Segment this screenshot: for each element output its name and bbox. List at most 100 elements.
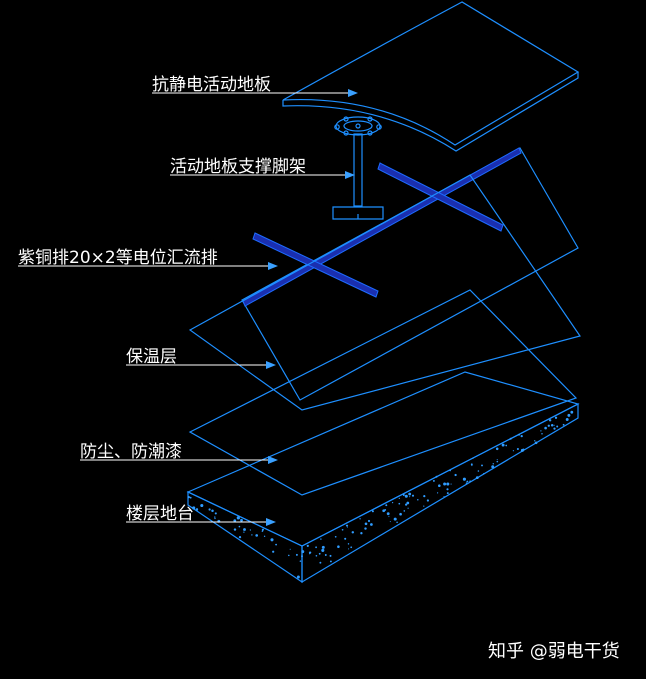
aggregate-speckle: [406, 501, 410, 505]
aggregate-speckle: [516, 447, 519, 451]
aggregate-speckle: [238, 535, 242, 539]
aggregate-speckle: [251, 534, 253, 536]
aggregate-speckle: [454, 473, 457, 477]
aggregate-speckle: [385, 504, 388, 507]
aggregate-speckle: [238, 525, 241, 528]
aggregate-speckle: [540, 430, 542, 432]
aggregate-speckle: [534, 440, 536, 442]
aggregate-speckle: [466, 480, 469, 483]
aggregate-speckle: [341, 528, 344, 531]
aggregate-speckle: [446, 488, 449, 491]
aggregate-speckle: [308, 551, 312, 554]
aggregate-speckle: [384, 508, 387, 511]
aggregate-speckle: [553, 427, 556, 430]
aggregate-speckle: [509, 437, 512, 440]
aggregate-speckle: [351, 531, 355, 534]
aggregate-speckle: [432, 479, 435, 482]
aggregate-speckle: [214, 517, 216, 520]
aggregate-speckle: [548, 419, 552, 422]
slab-aggregate-speckles: [187, 410, 574, 579]
aggregate-speckle: [438, 484, 441, 487]
aggregate-speckle: [550, 424, 554, 427]
aggregate-speckle: [270, 538, 274, 542]
aggregate-speckle: [364, 527, 367, 530]
aggregate-speckle: [556, 425, 559, 428]
aggregate-speckle: [196, 509, 198, 511]
aggregate-speckle: [295, 553, 298, 556]
aggregate-speckle: [437, 492, 439, 494]
aggregate-speckle: [200, 503, 204, 508]
aggregate-speckle: [496, 460, 499, 463]
aggregate-speckle: [370, 523, 373, 526]
aggregate-speckle: [233, 528, 237, 531]
label-paint: 防尘、防潮漆: [80, 442, 182, 462]
aggregate-speckle: [211, 509, 214, 512]
aggregate-speckle: [534, 441, 538, 445]
aggregate-speckle: [240, 518, 243, 522]
aggregate-speckle: [306, 544, 309, 547]
aggregate-speckle: [329, 560, 332, 563]
aggregate-speckle: [570, 410, 574, 414]
aggregate-speckle: [272, 550, 275, 553]
aggregate-speckle: [396, 521, 398, 524]
aggregate-speckle: [567, 413, 571, 417]
aggregate-speckle: [321, 548, 325, 552]
aggregate-speckle: [315, 546, 317, 549]
aggregate-speckle: [435, 475, 438, 478]
aggregate-speckle: [477, 470, 480, 472]
aggregate-speckle: [505, 444, 508, 447]
aggregate-speckle: [423, 505, 425, 507]
aggregate-speckle: [393, 517, 397, 521]
aggregate-speckle: [364, 522, 368, 526]
aggregate-speckle: [345, 524, 349, 527]
aggregate-speckle: [465, 482, 468, 484]
aggregate-speckle: [243, 531, 245, 533]
aggregate-speckle: [261, 528, 264, 531]
aggregate-speckle: [398, 502, 401, 505]
aggregate-speckle: [214, 516, 216, 518]
aggregate-speckle: [189, 496, 192, 499]
aggregate-speckle: [520, 434, 523, 438]
aggregate-speckle: [492, 463, 495, 465]
aggregate-speckle: [388, 516, 390, 518]
aggregate-speckle: [391, 501, 394, 504]
aggregate-speckle: [541, 432, 543, 435]
aggregate-speckle: [348, 548, 350, 550]
aggregate-speckle: [565, 418, 569, 421]
aggregate-speckle: [518, 433, 520, 436]
aggregate-speckle: [475, 476, 479, 480]
aggregate-speckle: [544, 426, 547, 430]
aggregate-speckle: [334, 535, 337, 538]
aggregate-speckle: [214, 512, 217, 515]
aggregate-speckle: [263, 535, 266, 537]
aggregate-speckle: [446, 492, 449, 495]
aggregate-speckle: [417, 498, 419, 501]
leader-lines: [18, 89, 358, 526]
aggregate-speckle: [443, 496, 445, 498]
aggregate-speckle: [409, 496, 411, 498]
aggregate-speckle: [407, 507, 409, 509]
aggregate-speckle: [512, 450, 514, 452]
aggregate-speckle: [404, 494, 408, 498]
aggregate-speckle: [296, 575, 300, 579]
aggregate-speckle: [501, 443, 505, 447]
aggregate-speckle: [472, 457, 474, 459]
aggregate-speckle: [450, 483, 452, 485]
aggregate-speckle: [319, 561, 322, 564]
label-floor-base: 楼层地台: [126, 504, 194, 524]
label-antistatic-floor: 抗静电活动地板: [152, 75, 271, 95]
aggregate-speckle: [347, 543, 350, 545]
aggregate-speckle: [495, 447, 499, 451]
aggregate-speckle: [469, 480, 471, 483]
aggregate-speckle: [462, 477, 466, 481]
aggregate-speckle: [547, 424, 550, 427]
aggregate-speckle: [398, 497, 400, 499]
aggregate-speckle: [405, 503, 408, 506]
aggregate-speckle: [402, 493, 405, 497]
copper-busbar: [242, 147, 522, 307]
aggregate-speckle: [315, 554, 318, 557]
aggregate-speckle: [236, 516, 240, 520]
aggregate-speckle: [386, 512, 390, 516]
aggregate-speckle: [360, 532, 363, 535]
label-floor-support: 活动地板支撑脚架: [170, 157, 306, 177]
